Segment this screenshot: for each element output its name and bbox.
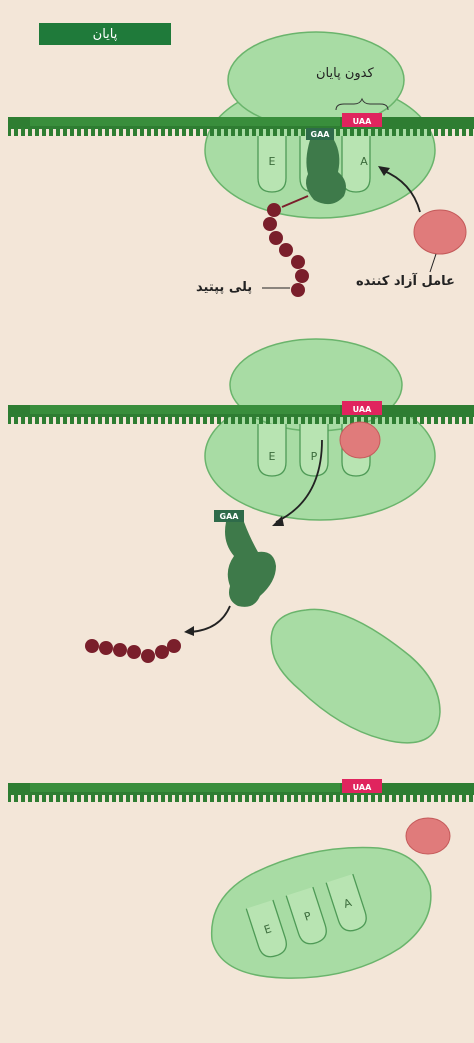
stop-codon-bases: UAA [353, 405, 372, 414]
release-factor-leader [430, 254, 436, 272]
stop-codon-label: کدون پایان [316, 66, 374, 81]
trna-body [225, 522, 276, 607]
site-p-label: P [311, 450, 318, 463]
panel-2: UAA E P GAA [8, 339, 474, 743]
release-factor [406, 818, 450, 854]
arrowhead [272, 516, 284, 526]
mrna-strand [8, 405, 474, 424]
arrowhead [184, 626, 194, 636]
stop-codon: UAA [342, 779, 382, 793]
release-factor [414, 210, 466, 254]
stop-codon: UAA [342, 113, 382, 127]
trna-released: GAA [214, 510, 276, 607]
stop-codon-bases: UAA [353, 783, 372, 792]
polypeptide-released [85, 639, 181, 663]
release-factor [340, 422, 380, 458]
ribosome-large-subunit-released [271, 609, 440, 742]
trna-anticodon: GAA [311, 130, 331, 139]
polypeptide-release-arrow [190, 606, 230, 632]
panel-3: UAA E P A [8, 779, 474, 978]
stop-codon-bases: UAA [353, 117, 372, 126]
mrna-strand [8, 783, 474, 802]
polypeptide-label: پلی پپتید [196, 280, 252, 295]
trna-anticodon: GAA [220, 512, 240, 521]
release-factor-label: عامل آزاد کننده [356, 274, 455, 289]
mrna-strand [8, 117, 474, 136]
site-e-label: E [269, 450, 276, 463]
site-e-label: E [269, 155, 276, 168]
panel-1: UAA E A GAA [8, 32, 474, 297]
stop-codon: UAA [342, 401, 382, 415]
site-a-label: A [360, 155, 368, 168]
